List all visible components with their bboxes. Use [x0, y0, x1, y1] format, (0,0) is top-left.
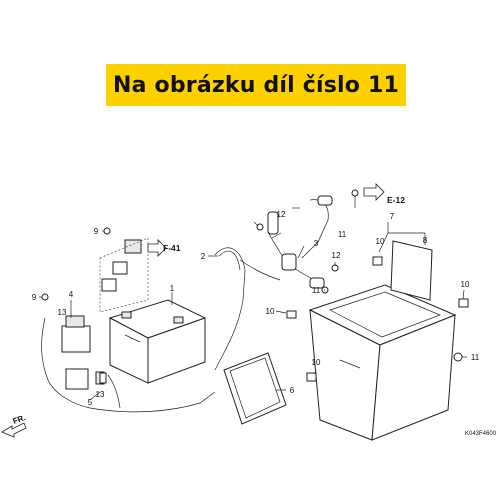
- relay-box[interactable]: [61, 315, 105, 390]
- callout-9-left: 9: [32, 293, 37, 302]
- fasteners: [41, 189, 469, 384]
- callout-13-bottom: 13: [96, 390, 105, 399]
- callout-3: 3: [314, 239, 319, 248]
- callout-11-right: 11: [471, 353, 480, 362]
- callout-13-box: 13: [58, 308, 67, 317]
- ref-e12[interactable]: E-12: [363, 183, 405, 205]
- insulator-sheet[interactable]: [390, 240, 433, 301]
- banner-text: Na obrázku díl číslo 11: [113, 72, 399, 98]
- arrow-right-icon: [147, 239, 167, 257]
- leader-lines: [39, 207, 467, 401]
- callout-12-right: 12: [332, 251, 341, 260]
- negative-cable[interactable]: [41, 317, 216, 413]
- callout-7: 7: [390, 212, 395, 221]
- callout-6: 6: [290, 386, 295, 395]
- battery[interactable]: [108, 299, 207, 384]
- callout-11-mid: 11: [312, 286, 321, 295]
- positive-cable[interactable]: [214, 247, 281, 371]
- callout-2: 2: [201, 252, 206, 261]
- ref-f41[interactable]: F-41: [147, 239, 181, 257]
- callout-4: 4: [69, 290, 74, 299]
- callout-11-top: 11: [338, 230, 347, 239]
- front-indicator: FR.: [1, 413, 27, 438]
- battery-box[interactable]: [308, 284, 457, 441]
- diagram-code: K043F4600: [465, 431, 497, 437]
- callout-10-sheet: 10: [376, 237, 385, 246]
- battery-rubber-frame[interactable]: [223, 352, 287, 425]
- callout-9-top: 9: [94, 227, 99, 236]
- ref-f41-label: F-41: [163, 243, 181, 253]
- cable-harness[interactable]: [267, 195, 333, 289]
- front-label: FR.: [12, 413, 27, 426]
- callout-10-right: 10: [461, 280, 470, 289]
- callout-10-bottom: 10: [312, 358, 321, 367]
- callout-10-mid: 10: [266, 307, 275, 316]
- fuse-cluster[interactable]: [99, 237, 149, 313]
- callout-5: 5: [88, 398, 93, 407]
- ref-e12-label: E-12: [387, 195, 405, 205]
- arrow-left-icon: [1, 422, 27, 438]
- part-number-banner: Na obrázku díl číslo 11: [106, 64, 406, 106]
- arrow-right-icon: [363, 183, 385, 201]
- callout-1: 1: [170, 284, 175, 293]
- callout-8: 8: [423, 236, 428, 245]
- callout-12-left: 12: [277, 210, 286, 219]
